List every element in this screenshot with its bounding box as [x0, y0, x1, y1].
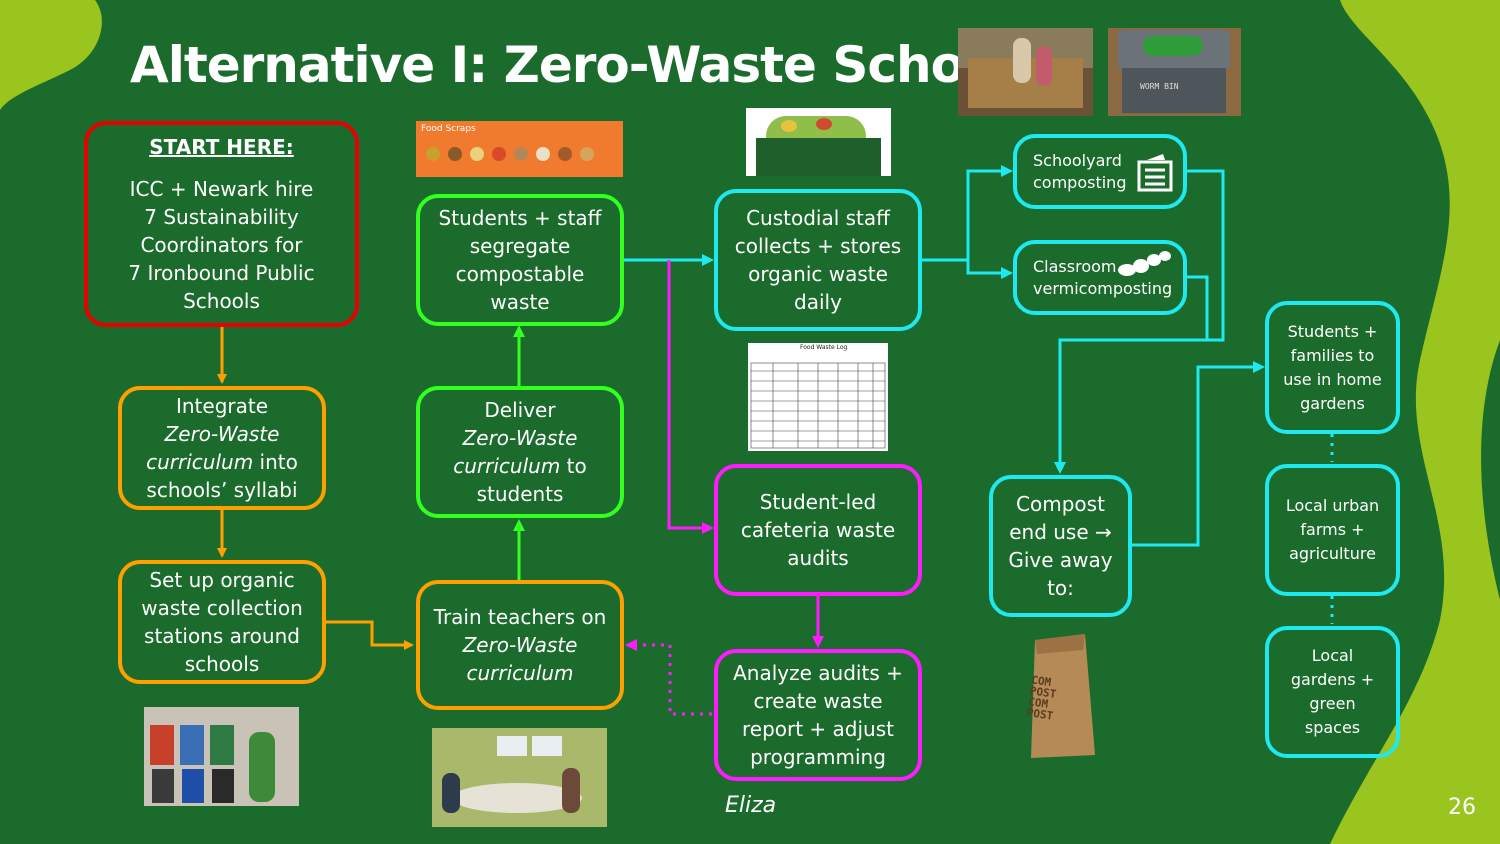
teacher-training-photo: [432, 728, 607, 827]
integrate-curriculum-box: Integrate Zero-Waste curriculum into sch…: [118, 386, 326, 510]
segregate-waste-box: Students + staff segregate compostable w…: [416, 194, 624, 326]
custodial-collection-box: Custodial staff collects + stores organi…: [714, 189, 922, 331]
cafeteria-audits-box: Student-led cafeteria waste audits: [714, 464, 922, 596]
compost-bin-icon: [1137, 153, 1173, 191]
compost-bag-image: COM POST COM POST: [1025, 630, 1097, 762]
classroom-vermicomposting-box: Classroom vermicomposting: [1013, 240, 1187, 315]
urban-farms-box: Local urban farms + agriculture: [1265, 464, 1400, 596]
author-name: Eliza: [725, 793, 777, 818]
worm-bin-photo: WORM BIN: [1108, 28, 1241, 116]
food-scraps-image: Food Scraps: [416, 121, 623, 177]
setup-collection-box: Set up organic waste collection stations…: [118, 560, 326, 684]
compost-end-use-box: Compost end use → Give away to:: [989, 475, 1132, 617]
home-gardens-box: Students + families to use in home garde…: [1265, 301, 1400, 434]
worm-icon: [1118, 250, 1171, 276]
green-bin-image: [746, 108, 891, 176]
food-waste-log-image: Food Waste Log: [748, 343, 888, 451]
deliver-curriculum-box: Deliver Zero-Waste curriculum to student…: [416, 386, 624, 518]
schoolyard-compost-photo: [958, 28, 1093, 116]
analyze-audits-box: Analyze audits + create waste report + a…: [714, 649, 922, 781]
start-here-box: START HERE: ICC + Newark hire 7 Sustaina…: [84, 121, 359, 327]
cafeteria-stations-photo: [144, 707, 299, 806]
green-spaces-box: Local gardens + green spaces: [1265, 626, 1400, 758]
schoolyard-composting-box: Schoolyard composting: [1013, 134, 1187, 209]
slide-title: Alternative I: Zero-Waste Schools: [130, 36, 1043, 94]
page-number: 26: [1448, 795, 1476, 820]
train-teachers-box: Train teachers on Zero-Waste curriculum: [416, 580, 624, 710]
